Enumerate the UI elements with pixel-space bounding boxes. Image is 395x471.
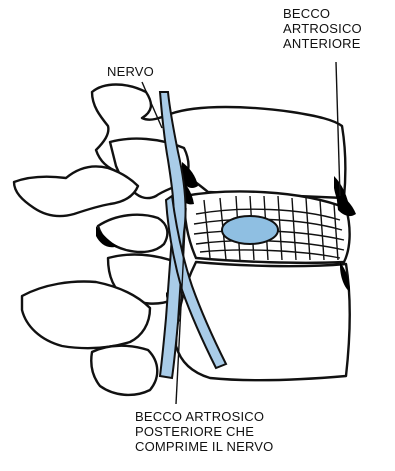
nerve-label: NERVO (107, 64, 154, 79)
anterior-spur-label-line-3: ANTERIORE (283, 36, 362, 51)
posterior-spur-label-line-3: COMPRIME IL NERVO (135, 439, 273, 454)
anterior-spur-label-line-2: ARTROSICO (283, 21, 362, 36)
nucleus-pulposus (222, 216, 278, 244)
anterior-spur-label-line-1: BECCO (283, 6, 362, 21)
posterior-spur-label-line-2: POSTERIORE CHE (135, 424, 273, 439)
posterior-spur-label: BECCO ARTROSICO POSTERIORE CHE COMPRIME … (135, 409, 273, 454)
nerve-label-text: NERVO (107, 64, 154, 79)
intervertebral-disc (184, 192, 350, 263)
anterior-spur-label: BECCO ARTROSICO ANTERIORE (283, 6, 362, 51)
posterior-spur-label-line-1: BECCO ARTROSICO (135, 409, 273, 424)
